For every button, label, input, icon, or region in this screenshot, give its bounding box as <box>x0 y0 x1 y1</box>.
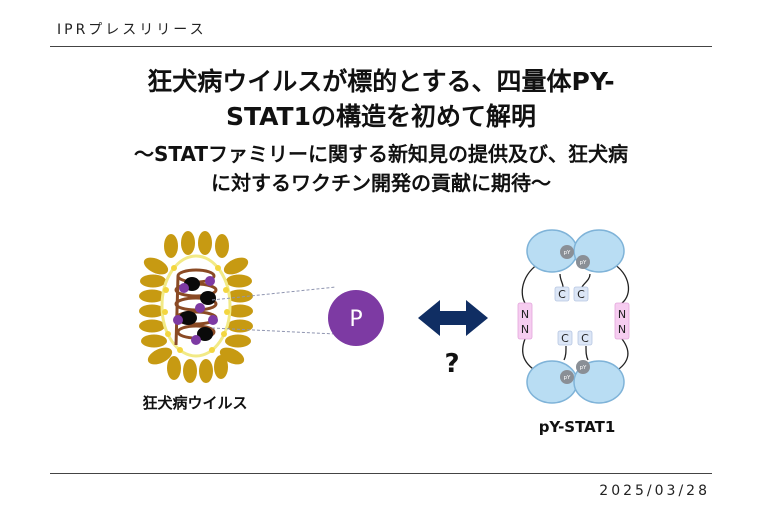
rabies-virus-icon <box>139 231 253 383</box>
n-terminus-label: N <box>618 323 626 336</box>
n-terminus-label: N <box>521 308 529 321</box>
page-subtitle: 〜STATファミリーに関する新知見の提供及び、狂犬病 に対するワクチン開発の貢献… <box>30 140 732 198</box>
title-line-1: 狂犬病ウイルスが標的とする、四量体PY- <box>147 67 615 96</box>
protein-label: pY-STAT1 <box>539 418 616 436</box>
header-divider <box>50 46 712 47</box>
py-tag: pY <box>564 375 571 381</box>
stat1-tetramer-icon: pY pY pY pY C C C C N N N N <box>517 229 630 404</box>
title-line-2: STAT1の構造を初めて解明 <box>226 102 536 131</box>
subtitle-line-2: に対するワクチン開発の貢献に期待〜 <box>211 171 551 195</box>
c-terminus-label: C <box>558 288 566 301</box>
py-tag: pY <box>580 260 587 266</box>
double-arrow-icon <box>418 300 488 336</box>
callout-lines <box>211 286 337 335</box>
phosphate-icon: P <box>328 290 384 346</box>
n-terminus-label: N <box>618 308 626 321</box>
virus-label: 狂犬病ウイルス <box>142 394 247 412</box>
py-tag: pY <box>580 365 587 371</box>
n-terminus-label: N <box>521 323 529 336</box>
release-date: 2025/03/28 <box>599 483 710 499</box>
virus-spikes <box>139 231 253 383</box>
py-tag: pY <box>564 250 571 256</box>
phosphate-label: P <box>349 307 362 332</box>
page-title: 狂犬病ウイルスが標的とする、四量体PY- STAT1の構造を初めて解明 <box>40 64 722 134</box>
footer-divider <box>50 473 712 474</box>
c-terminus-label: C <box>577 288 585 301</box>
header-label: IPRプレスリリース <box>57 22 207 38</box>
c-terminus-label: C <box>581 332 589 345</box>
question-mark: ? <box>444 349 459 379</box>
subtitle-line-1: 〜STATファミリーに関する新知見の提供及び、狂犬病 <box>133 142 629 166</box>
c-terminus-label: C <box>561 332 569 345</box>
